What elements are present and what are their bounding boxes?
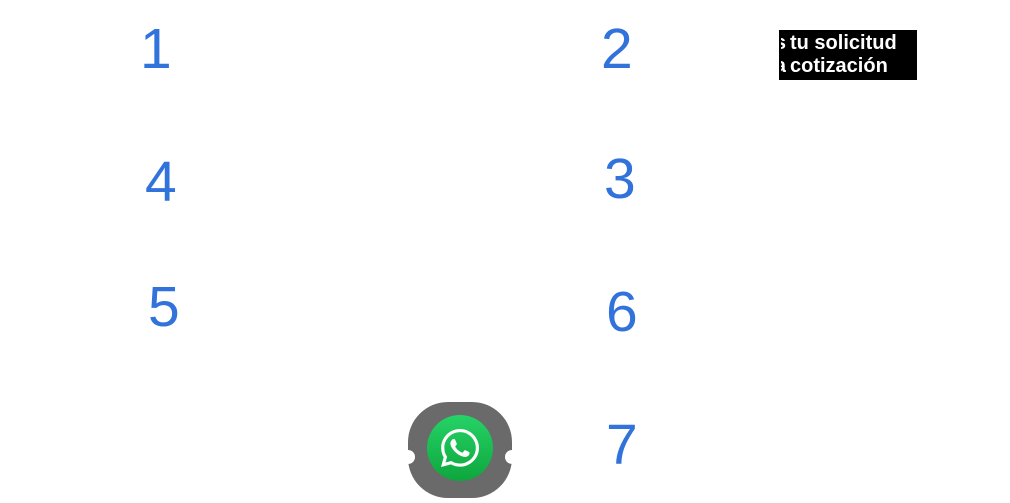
step-marker-2: 2: [601, 17, 633, 81]
quote-label-line-2: acotización: [781, 55, 917, 78]
quote-label-text-1: tu solicitud: [790, 32, 897, 54]
step-marker-1: 1: [140, 17, 172, 81]
whatsapp-app-icon[interactable]: [401, 402, 519, 498]
step-marker-5: 5: [148, 275, 180, 339]
squircle-left-notch: [401, 450, 415, 464]
squircle-right-notch: [505, 450, 519, 464]
step-marker-6: 6: [606, 280, 638, 344]
step-marker-4: 4: [145, 150, 177, 214]
step-marker-7: 7: [606, 413, 638, 477]
step-marker-3: 3: [604, 147, 636, 211]
clipped-letter-1: s: [781, 32, 786, 55]
quote-label-line-1: stu solicitud: [781, 32, 917, 55]
clipped-letter-2: a: [781, 55, 786, 78]
whatsapp-green-circle: [427, 415, 493, 481]
quote-label-text-2: cotización: [790, 55, 888, 77]
quote-request-label: stu solicitud acotización: [779, 30, 917, 80]
whatsapp-icon: [441, 429, 479, 467]
